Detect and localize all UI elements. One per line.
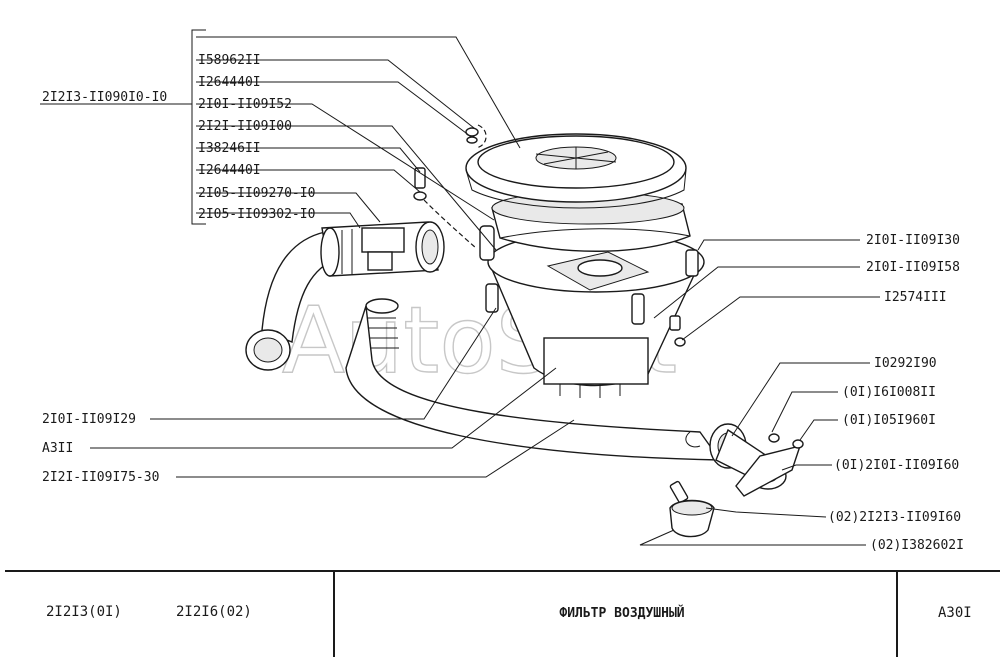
air-filter-drawing [245, 124, 804, 538]
filter-cover [465, 133, 687, 209]
alignment-line [475, 124, 487, 149]
part-label: I264440I [198, 163, 261, 178]
part-label: I2574III [884, 290, 947, 305]
fasteners [413, 127, 686, 347]
part-label: I0292I90 [874, 356, 937, 371]
part-label: 2I0I-II09I52 [198, 97, 292, 112]
air-flow-sensor [320, 221, 445, 277]
part-label: I58962II [198, 53, 261, 68]
part-label: 2I2I-II09I75-30 [42, 470, 159, 485]
housing-clips [479, 225, 699, 325]
part-label: 2I05-II09302-I0 [198, 207, 315, 222]
part-label: (02)I382602I [870, 538, 964, 553]
part-label: 2I0I-II09I58 [866, 260, 960, 275]
title-block: 2I2I3(0I) 2I2I6(02) ФИЛЬТР ВОЗДУШНЫЙ A30… [5, 570, 1000, 657]
part-label: 2I05-II09270-I0 [198, 186, 315, 201]
part-label: (0I)2I0I-II09I60 [834, 458, 959, 473]
filter-housing [487, 231, 705, 398]
hose-coupler [709, 423, 804, 497]
left-part-labels: I58962II I264440I 2I0I-II09I52 2I2I-II09… [42, 53, 315, 485]
right-part-labels: 2I0I-II09I30 2I0I-II09I58 I2574III I0292… [828, 233, 964, 553]
assembly-label: 2I2I3-II090I0-I0 [42, 90, 167, 105]
drawing-code: A30I [938, 605, 972, 621]
drawing-title: ФИЛЬТР ВОЗДУШНЫЙ [559, 605, 684, 621]
part-label: (0I)I05I960I [842, 413, 936, 428]
bottom-clamp [669, 480, 715, 538]
model-code-1: 2I2I3(0I) [46, 604, 122, 620]
part-label: 2I2I-II09I00 [198, 119, 292, 134]
part-label: 2I0I-II09I30 [866, 233, 960, 248]
part-label: I38246II [198, 141, 261, 156]
part-label: (02)2I2I3-II09I60 [828, 510, 961, 525]
leader-lines [40, 29, 880, 546]
alignment-line [423, 199, 477, 249]
part-label: 2I0I-II09I29 [42, 412, 136, 427]
part-label: A3II [42, 441, 73, 456]
part-label: (0I)I6I008II [842, 385, 936, 400]
model-code-2: 2I2I6(02) [176, 604, 252, 620]
intake-hose [245, 231, 339, 371]
part-label: I264440I [198, 75, 261, 90]
